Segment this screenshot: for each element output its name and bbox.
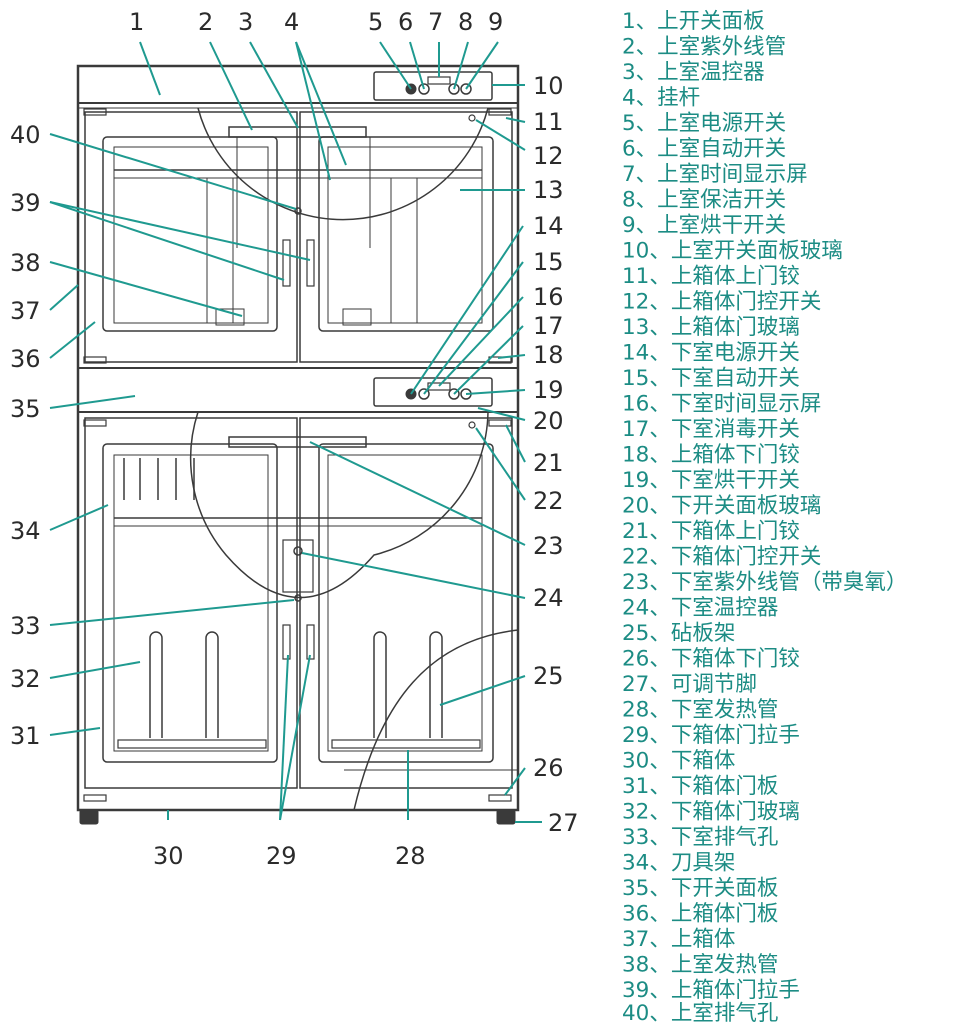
callout-numbers: 1 2 3 4 5 6 7 8 9 10 11 12 13 14 15 16 1… [10, 8, 579, 870]
legend-item: 6、上室自动开关 [622, 137, 786, 162]
callout-1: 1 [129, 8, 144, 36]
legend-item: 28、下室发热管 [622, 698, 778, 723]
callout-3: 3 [238, 8, 253, 36]
legend-item: 25、砧板架 [622, 621, 735, 646]
upper-auto-switch[interactable] [418, 83, 430, 95]
legend-item: 38、上室发热管 [622, 953, 778, 978]
callout-24: 24 [533, 584, 564, 612]
callout-16: 16 [533, 283, 564, 311]
upper-left-door [84, 111, 298, 363]
lower-left-door [84, 417, 298, 789]
legend-item: 10、上室开关面板玻璃 [622, 239, 843, 264]
callout-31: 31 [10, 722, 41, 750]
lower-time-display [427, 382, 451, 391]
callout-38: 38 [10, 249, 41, 277]
legend-item: 39、上箱体门拉手 [622, 978, 800, 1003]
legend-item: 7、上室时间显示屏 [622, 162, 808, 187]
callout-34: 34 [10, 517, 41, 545]
callout-5: 5 [368, 8, 383, 36]
upper-time-display [427, 76, 451, 85]
leader-lines [49, 41, 542, 823]
legend-item: 30、下箱体 [622, 749, 735, 774]
right-foot [496, 809, 516, 825]
callout-15: 15 [533, 248, 564, 276]
legend-item: 12、上箱体门控开关 [622, 290, 821, 315]
callout-9: 9 [488, 8, 503, 36]
legend-item: 3、上室温控器 [622, 60, 765, 85]
callout-22: 22 [533, 487, 564, 515]
legend-item: 17、下室消毒开关 [622, 417, 800, 442]
callout-39: 39 [10, 189, 41, 217]
callout-27: 27 [548, 809, 579, 837]
callout-7: 7 [428, 8, 443, 36]
callout-10: 10 [533, 72, 564, 100]
legend-item: 13、上箱体门玻璃 [622, 315, 800, 340]
cabinet-drawing [76, 64, 520, 825]
callout-30: 30 [153, 842, 184, 870]
legend-item: 23、下室紫外线管（带臭氧） [622, 570, 907, 595]
callout-32: 32 [10, 665, 41, 693]
legend-item: 21、下箱体上门铰 [622, 519, 800, 544]
legend-item: 31、下箱体门板 [622, 774, 778, 799]
upper-clean-switch[interactable] [448, 83, 460, 95]
callout-35: 35 [10, 395, 41, 423]
legend-item: 16、下室时间显示屏 [622, 392, 821, 417]
parts-legend: 1、上开关面板 2、上室紫外线管 3、上室温控器 4、挂杆 5、上室电源开关 6… [622, 9, 907, 1024]
callout-37: 37 [10, 297, 41, 325]
callout-18: 18 [533, 341, 564, 369]
legend-item: 33、下室排气孔 [622, 825, 778, 850]
lower-auto-switch[interactable] [418, 388, 430, 400]
lower-sterilize-switch[interactable] [448, 388, 460, 400]
legend-item: 8、上室保洁开关 [622, 188, 786, 213]
legend-item: 22、下箱体门控开关 [622, 545, 821, 570]
legend-item: 9、上室烘干开关 [622, 213, 786, 238]
legend-item: 2、上室紫外线管 [622, 35, 786, 60]
callout-28: 28 [395, 842, 426, 870]
legend-item: 19、下室烘干开关 [622, 468, 800, 493]
legend-item: 29、下箱体门拉手 [622, 723, 800, 748]
callout-23: 23 [533, 532, 564, 560]
callout-11: 11 [533, 108, 564, 136]
left-foot [79, 809, 99, 825]
legend-item: 32、下箱体门玻璃 [622, 800, 800, 825]
callout-26: 26 [533, 754, 564, 782]
lower-right-door [299, 417, 513, 789]
callout-20: 20 [533, 407, 564, 435]
callout-33: 33 [10, 612, 41, 640]
callout-2: 2 [198, 8, 213, 36]
legend-item: 40、上室排气孔 [622, 1001, 778, 1024]
callout-6: 6 [398, 8, 413, 36]
legend-item: 11、上箱体上门铰 [622, 264, 800, 289]
legend-item: 5、上室电源开关 [622, 111, 786, 136]
callout-8: 8 [458, 8, 473, 36]
legend-item: 18、上箱体下门铰 [622, 443, 800, 468]
legend-item: 27、可调节脚 [622, 672, 757, 697]
callout-12: 12 [533, 142, 564, 170]
legend-item: 14、下室电源开关 [622, 341, 800, 366]
callout-40: 40 [10, 121, 41, 149]
legend-item: 24、下室温控器 [622, 596, 778, 621]
callout-36: 36 [10, 345, 41, 373]
callout-4: 4 [284, 8, 299, 36]
callout-14: 14 [533, 212, 564, 240]
callout-13: 13 [533, 176, 564, 204]
legend-item: 1、上开关面板 [622, 9, 765, 34]
upper-dry-switch[interactable] [460, 83, 472, 95]
legend-item: 34、刀具架 [622, 851, 735, 876]
legend-item: 15、下室自动开关 [622, 366, 800, 391]
callout-19: 19 [533, 376, 564, 404]
legend-item: 35、下开关面板 [622, 876, 778, 901]
legend-item: 37、上箱体 [622, 927, 735, 952]
callout-25: 25 [533, 662, 564, 690]
upper-right-door [299, 111, 513, 363]
callout-21: 21 [533, 449, 564, 477]
callout-17: 17 [533, 312, 564, 340]
callout-29: 29 [266, 842, 297, 870]
legend-item: 20、下开关面板玻璃 [622, 494, 821, 519]
legend-item: 36、上箱体门板 [622, 902, 778, 927]
legend-item: 26、下箱体下门铰 [622, 647, 800, 672]
legend-item: 4、挂杆 [622, 86, 700, 111]
